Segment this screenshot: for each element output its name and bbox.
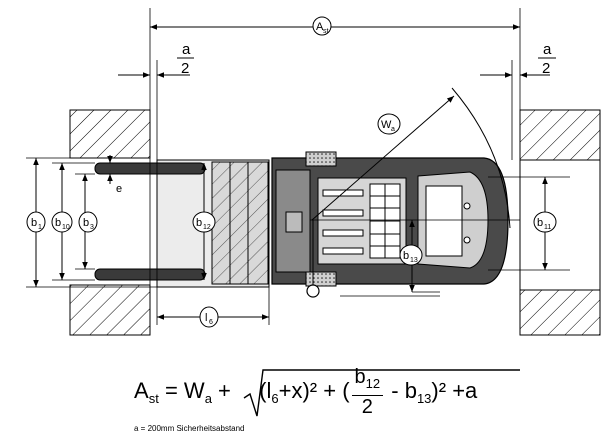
svg-text:12: 12	[203, 224, 211, 231]
label-b11: b 11	[533, 211, 557, 233]
svg-text:b: b	[403, 250, 409, 262]
svg-text:A: A	[316, 21, 324, 33]
svg-text:b: b	[537, 217, 543, 229]
label-l6: l 6	[199, 306, 219, 328]
forklift-truck	[271, 151, 509, 287]
label-half-a-left: a 2	[177, 41, 194, 77]
label-b1: b 1	[26, 211, 46, 233]
pivot-point-icon	[306, 284, 320, 298]
svg-text:a: a	[543, 41, 552, 58]
left-rack	[69, 109, 151, 336]
svg-text:b: b	[196, 217, 202, 229]
svg-text:2: 2	[542, 60, 550, 77]
formula-radical-icon	[243, 369, 520, 417]
right-rack	[519, 109, 601, 336]
label-b13: b 13	[399, 244, 423, 266]
label-e: e	[116, 183, 122, 195]
svg-text:10: 10	[62, 224, 70, 231]
safety-distance-note: a = 200mm Sicherheitsabstand	[134, 424, 245, 433]
svg-text:3: 3	[90, 224, 94, 231]
svg-text:l: l	[205, 312, 207, 324]
svg-text:2: 2	[181, 60, 189, 77]
label-half-a-right: a 2	[538, 41, 556, 77]
label-b12: b 12	[192, 211, 216, 233]
svg-text:a: a	[182, 41, 191, 58]
svg-text:6: 6	[209, 319, 213, 326]
svg-text:1: 1	[38, 224, 42, 231]
svg-text:a: a	[391, 126, 395, 133]
svg-text:13: 13	[410, 257, 418, 264]
wa-dimension-line	[311, 95, 455, 221]
svg-text:b: b	[31, 217, 37, 229]
svg-text:b: b	[83, 217, 89, 229]
svg-text:st: st	[323, 28, 329, 35]
reference-lines	[26, 8, 570, 335]
label-a-st: A st	[312, 16, 332, 36]
label-b3: b 3	[78, 211, 98, 233]
svg-text:W: W	[381, 119, 392, 131]
label-b10: b 10	[51, 211, 73, 233]
svg-text:b: b	[55, 217, 61, 229]
label-w-a: W a	[377, 113, 401, 135]
turning-radius-arc	[451, 87, 511, 229]
svg-text:11: 11	[544, 224, 551, 231]
